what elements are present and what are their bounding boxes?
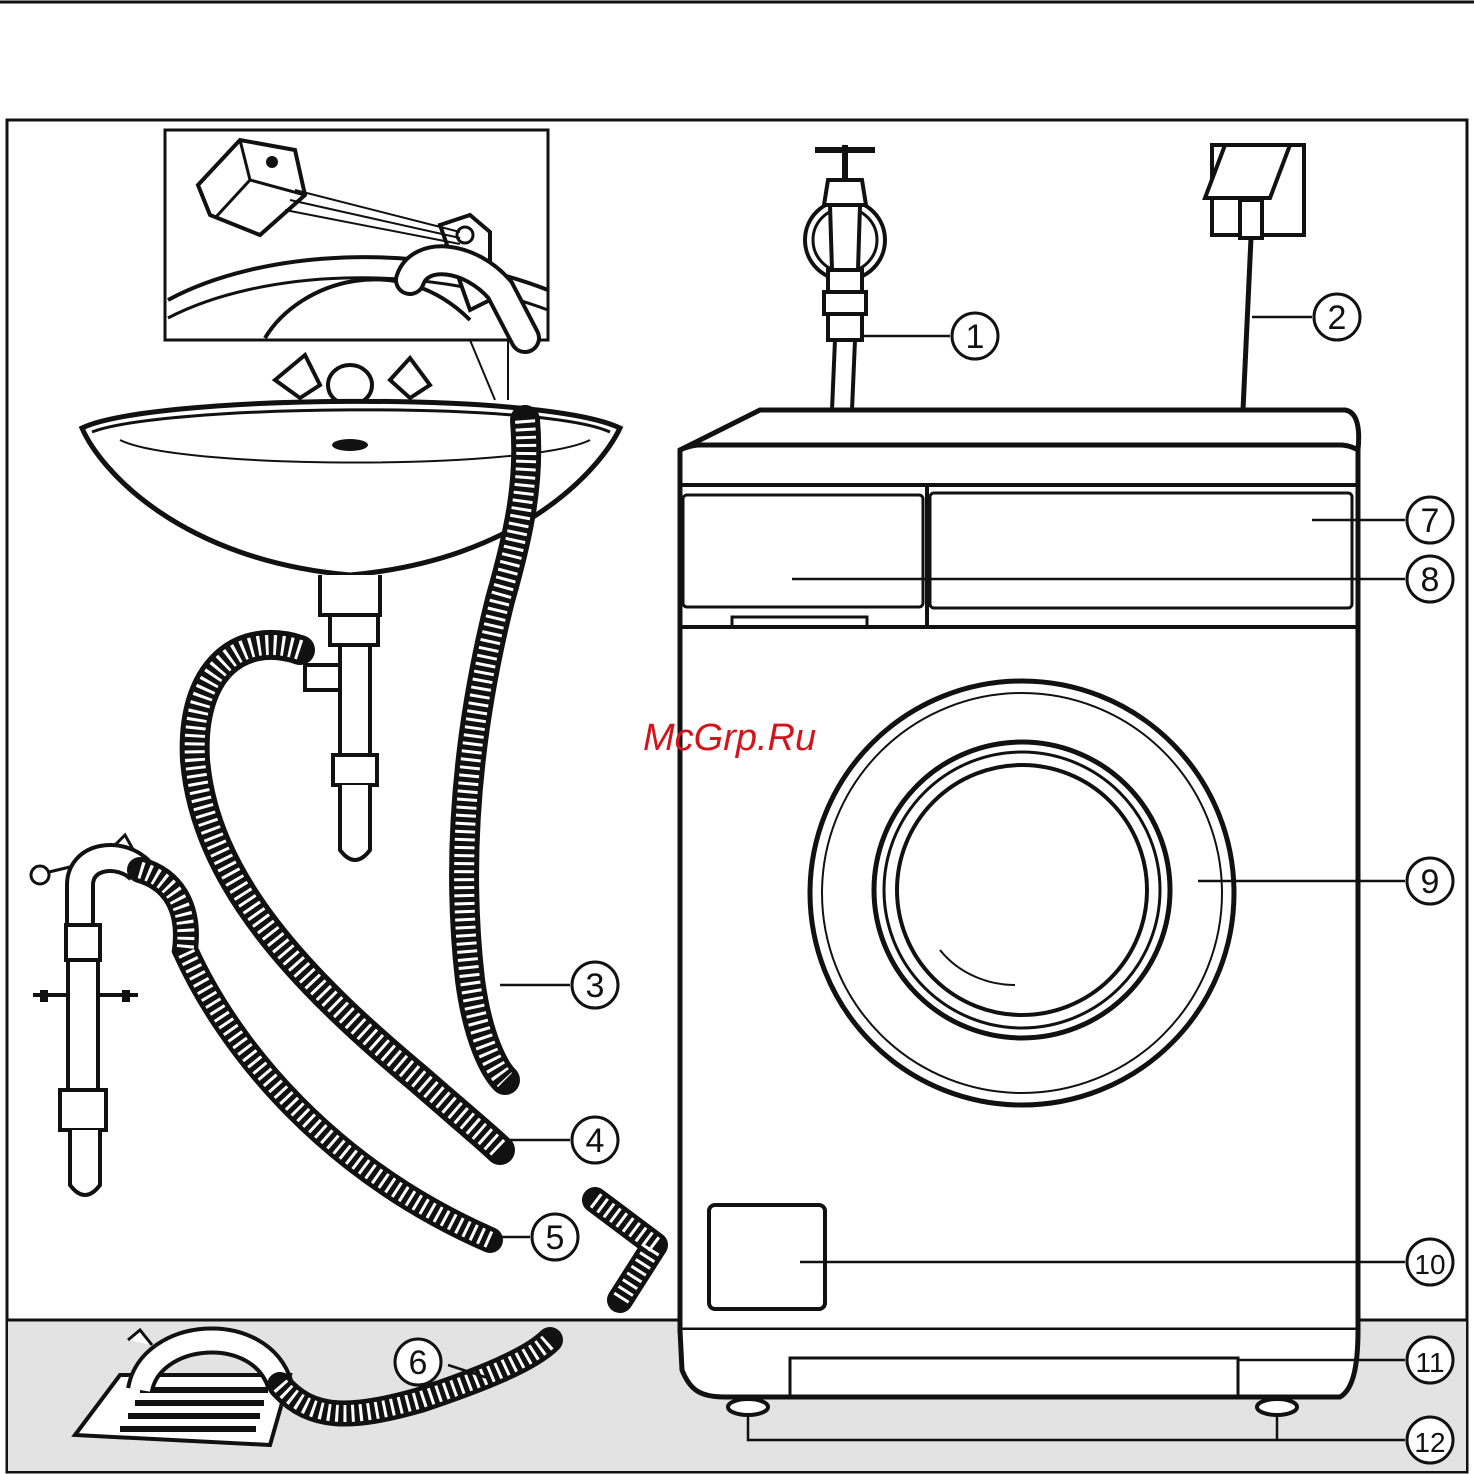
callout-3: 3 xyxy=(572,962,618,1008)
callout-11-label: 11 xyxy=(1415,1347,1444,1378)
washing-machine xyxy=(680,410,1359,1415)
callout-8: 8 xyxy=(1407,556,1453,602)
callout-5-label: 5 xyxy=(546,1219,565,1257)
callout-2-label: 2 xyxy=(1328,299,1347,337)
callout-11: 11 xyxy=(1407,1337,1453,1383)
callout-7: 7 xyxy=(1407,497,1453,543)
callout-1: 1 xyxy=(952,313,998,359)
callout-10: 10 xyxy=(1407,1239,1453,1285)
callout-2: 2 xyxy=(1314,294,1360,340)
callout-10-label: 10 xyxy=(1414,1249,1445,1280)
callout-9: 9 xyxy=(1407,858,1453,904)
callout-12-label: 12 xyxy=(1414,1427,1445,1458)
callout-6: 6 xyxy=(395,1339,441,1385)
callout-3-label: 3 xyxy=(586,967,605,1005)
callout-8-label: 8 xyxy=(1421,561,1440,599)
callout-1-label: 1 xyxy=(966,318,985,356)
callout-7-label: 7 xyxy=(1421,502,1440,540)
callout-4-label: 4 xyxy=(586,1122,605,1160)
callout-9-label: 9 xyxy=(1421,863,1440,901)
watermark-text: McGrp.Ru xyxy=(643,717,816,759)
callout-4: 4 xyxy=(572,1117,618,1163)
callout-12: 12 xyxy=(1407,1417,1453,1463)
callout-6-label: 6 xyxy=(409,1344,428,1382)
callout-5: 5 xyxy=(532,1214,578,1260)
